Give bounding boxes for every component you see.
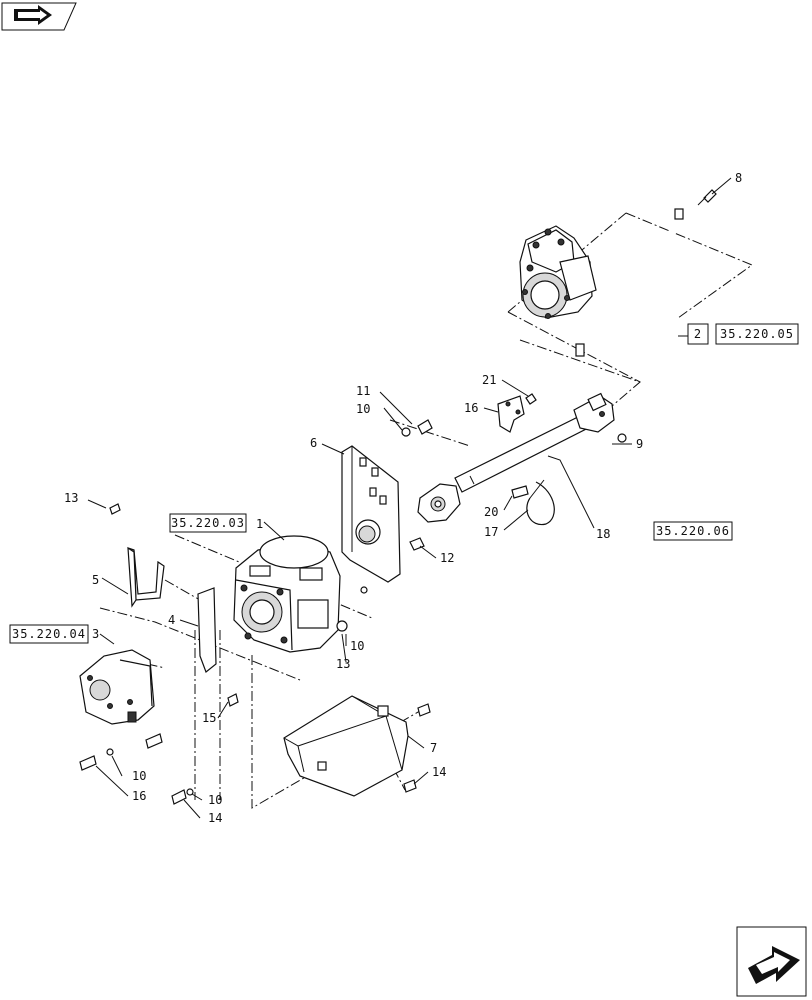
- reference-label: 35.220.06: [656, 524, 730, 538]
- callout-5: 5: [92, 573, 99, 587]
- callout-11: 11: [356, 384, 370, 398]
- callout-9: 9: [636, 437, 643, 451]
- callout-10: 10: [132, 769, 146, 783]
- callout-13: 13: [336, 657, 350, 671]
- screw-12: [409, 537, 425, 551]
- bracket-4: [197, 587, 217, 673]
- guard-7: [283, 695, 409, 797]
- callout-19: 18: [596, 527, 610, 541]
- callout-1: 1: [256, 517, 263, 531]
- callout-10: 10: [356, 402, 370, 416]
- callout-8: 8: [735, 171, 742, 185]
- drive-shaft: [417, 392, 615, 523]
- callout-3: 3: [92, 627, 99, 641]
- callout-4: 4: [168, 613, 175, 627]
- callout-10: 10: [350, 639, 364, 653]
- next-page-arrow-icon[interactable]: [736, 926, 807, 997]
- callout-18: 17: [484, 525, 498, 539]
- reference-35-220-05[interactable]: 2 35.220.05: [687, 323, 799, 345]
- mounting-plate-6: [341, 445, 401, 583]
- bracket-5: [127, 546, 165, 608]
- gear-pump-3: [79, 649, 155, 725]
- bracket-17: [497, 395, 525, 433]
- nut-9: [617, 433, 627, 443]
- callout-15: 14: [432, 765, 446, 779]
- callout-2: 2: [694, 327, 702, 341]
- callout-16: 16: [132, 789, 146, 803]
- callout-16: 15: [202, 711, 216, 725]
- reference-35-220-03[interactable]: 35.220.03: [169, 513, 247, 533]
- reference-label: 35.220.05: [720, 327, 794, 341]
- hydraulic-hose: [575, 208, 684, 357]
- reference-35-220-04[interactable]: 35.220.04: [9, 624, 89, 644]
- callout-10: 10: [208, 793, 222, 807]
- screw-8: [697, 189, 717, 206]
- callout-21: 21: [482, 373, 496, 387]
- book-arrow-icon[interactable]: [1, 2, 77, 31]
- callout-6: 6: [310, 436, 317, 450]
- callout-14: 14: [208, 811, 222, 825]
- u-bolt-18: [526, 479, 555, 526]
- reference-label: 35.220.03: [171, 516, 245, 530]
- hydraulic-pump-1: [233, 535, 341, 653]
- callout-12: 12: [440, 551, 454, 565]
- callout-13: 13: [64, 491, 78, 505]
- reference-35-220-06[interactable]: 35.220.06: [653, 521, 733, 541]
- fasteners: [79, 503, 431, 805]
- washer-11: [401, 419, 433, 437]
- callout-17: 16: [464, 401, 478, 415]
- callout-7: 7: [430, 741, 437, 755]
- callout-20: 20: [484, 505, 498, 519]
- bolt-20: [511, 485, 529, 499]
- leader-lines: [87, 177, 732, 819]
- callout-labels: 8 21 16 9 11 10 6 18 20 17 12 13 1 5 4 3…: [64, 171, 742, 825]
- hydraulic-motor: [519, 225, 597, 319]
- screw-21: [525, 393, 537, 405]
- reference-label: 35.220.04: [12, 627, 86, 641]
- washer-10: [336, 586, 368, 632]
